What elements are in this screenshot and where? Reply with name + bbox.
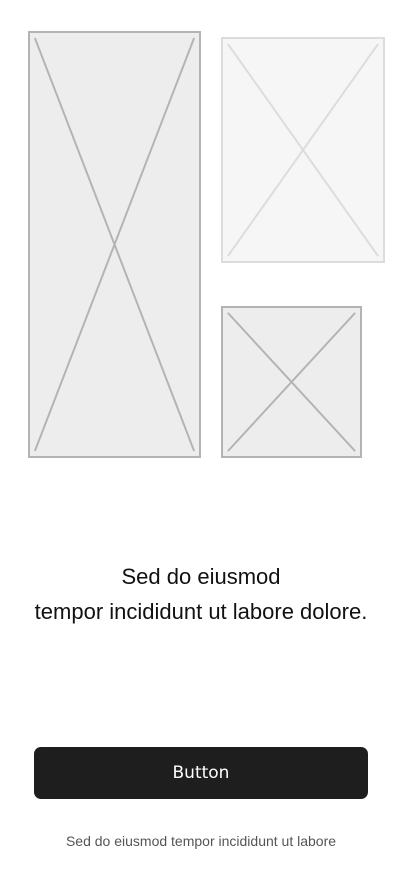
image-placeholder-icon xyxy=(227,312,356,452)
primary-button-label: Button xyxy=(172,763,230,783)
headline-line-2: tempor incididunt ut labore dolore. xyxy=(34,599,368,624)
headline-line-1: Sed do eiusmod xyxy=(121,564,281,589)
footer-text: Sed do eiusmod tempor incididunt ut labo… xyxy=(65,833,337,849)
headline: Sed do eiusmod tempor incididunt ut labo… xyxy=(0,559,402,629)
image-placeholder-bottom-right xyxy=(221,306,362,458)
image-placeholder-top-right xyxy=(221,37,385,263)
primary-button[interactable]: Button xyxy=(34,747,368,799)
image-placeholder-large xyxy=(28,31,201,458)
image-placeholder-icon xyxy=(33,37,196,452)
image-placeholder-icon xyxy=(227,43,379,257)
